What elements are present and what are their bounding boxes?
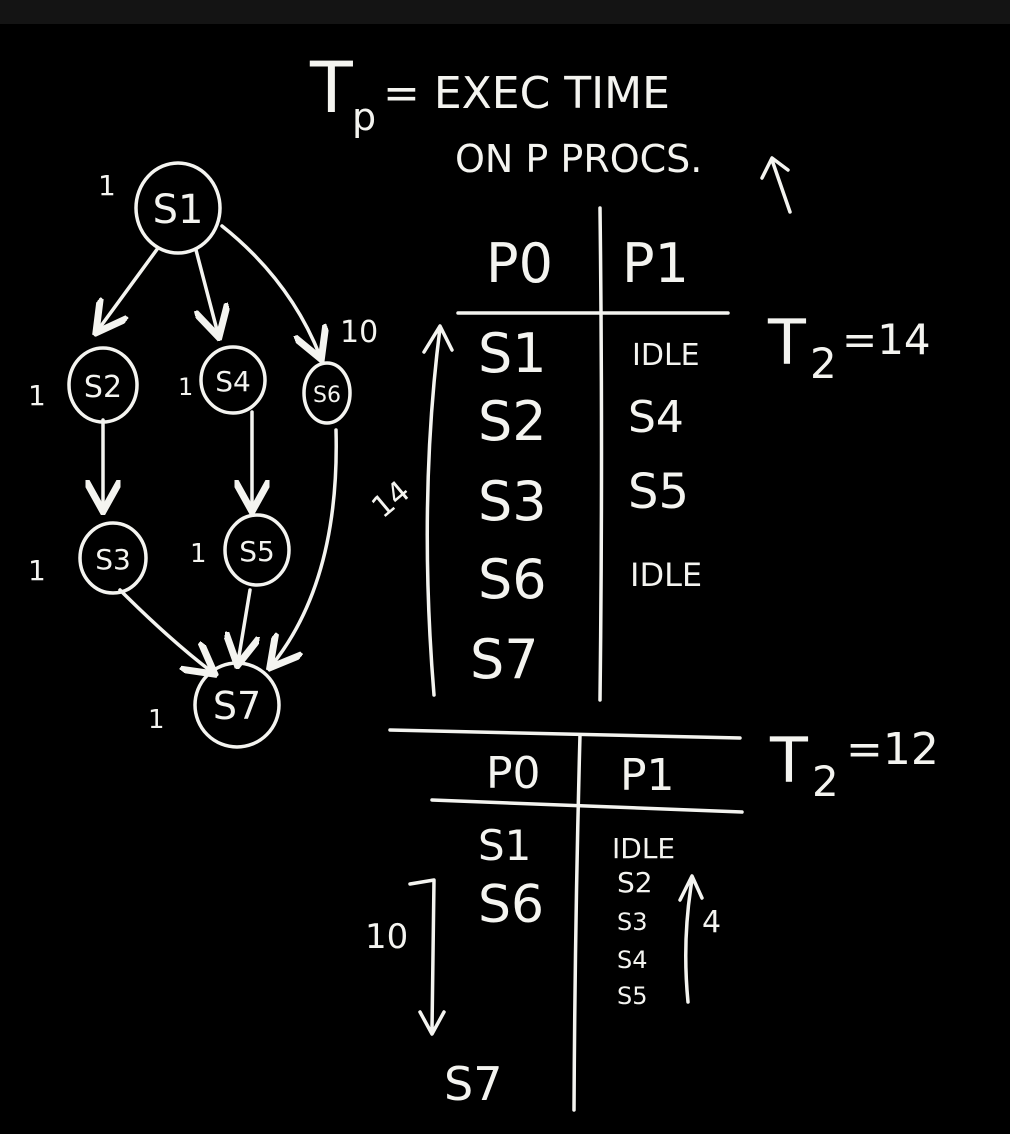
schedule2-p0-row: S1 (478, 821, 531, 870)
edge-s6-s7 (272, 428, 338, 665)
schedule2-result-symbol: T (769, 724, 809, 797)
schedule2-p1-row: S5 (617, 982, 648, 1010)
schedule1-result-subscript: 2 (810, 339, 837, 388)
schedule1-header-p0: P0 (486, 232, 553, 295)
weight-s5: 1 (190, 539, 207, 569)
weight-s7: 1 (148, 705, 165, 735)
svg-text:S7: S7 (213, 684, 261, 728)
definition-line2: ON P PROCS. (455, 137, 702, 181)
schedule2-p1-row: IDLE (612, 832, 675, 865)
weight-s4: 1 (178, 373, 193, 401)
schedule2-result-subscript: 2 (812, 757, 839, 806)
pointer-arrow-icon (760, 156, 792, 214)
edge-s1-s6 (220, 224, 320, 356)
schedule1-result-value: =14 (842, 315, 931, 364)
schedule1-p0-row: S3 (478, 470, 547, 533)
schedule1-p0-row: S7 (470, 628, 539, 691)
weight-s1: 1 (98, 169, 116, 202)
edge-s1-s4 (196, 248, 218, 334)
node-s3: S3 1 (28, 521, 148, 595)
schedules-divider (388, 728, 742, 740)
node-s4: S4 1 (178, 345, 267, 415)
schedule1-header-p1: P1 (622, 232, 689, 295)
svg-text:S6: S6 (313, 383, 341, 408)
schedule2-p0-span-label: 10 (365, 917, 408, 957)
schedule2-p1-span-arrow-icon (678, 874, 704, 1004)
edge-s3-s7 (118, 588, 212, 672)
node-s6: S6 10 (302, 315, 378, 425)
schedule2-p0-row: S6 (478, 875, 544, 935)
schedule2-p1-row: S4 (617, 946, 648, 974)
schedule2-p0-span-arrow-icon (408, 878, 446, 1036)
edge-s1-s2 (98, 246, 160, 330)
node-s5: S5 1 (190, 513, 291, 587)
schedule1-p1-row: IDLE (632, 338, 700, 373)
schedule1-p0-row: S1 (478, 322, 547, 385)
dag-edges (98, 224, 338, 672)
schedule1-span-label: 14 (365, 474, 417, 525)
definition-subscript: p (352, 95, 376, 139)
schedule1-column-divider (598, 206, 604, 702)
node-s7: S7 1 (148, 661, 281, 749)
schedule2-header-rule (430, 798, 744, 814)
svg-text:S5: S5 (239, 535, 275, 568)
schedule2-p0-row: S7 (444, 1057, 502, 1111)
node-s2: S2 1 (28, 346, 139, 424)
weight-s6: 10 (340, 315, 378, 350)
edge-s5-s7 (238, 588, 250, 662)
definition: T p = EXEC TIME ON P PROCS. (309, 47, 792, 214)
schedule1-p0-row: S6 (478, 548, 547, 611)
schedule-2: P0 P1 S1 S6 S7 IDLE S2 S3 S4 S5 10 4 T 2… (365, 724, 939, 1112)
top-bar (0, 0, 1010, 24)
schedule2-header-p0: P0 (486, 748, 541, 799)
svg-text:S2: S2 (84, 370, 122, 405)
schedule2-header-p1: P1 (620, 750, 675, 801)
schedule1-p1-row: S5 (628, 464, 689, 520)
schedule2-p1-row: S3 (617, 908, 648, 936)
schedule-1: P0 P1 S1 S2 S3 S6 S7 IDLE S4 S5 IDLE 14 … (365, 206, 931, 702)
schedule2-result-value: =12 (846, 724, 939, 775)
schedule2-p1-row: S2 (617, 866, 653, 899)
weight-s2: 1 (28, 379, 46, 412)
schedule1-p0-row: S2 (478, 390, 547, 453)
svg-text:S1: S1 (153, 187, 204, 233)
definition-line1: = EXEC TIME (383, 68, 670, 119)
svg-text:S4: S4 (215, 365, 251, 398)
definition-symbol: T (309, 47, 353, 129)
schedule1-result-symbol: T (767, 306, 807, 379)
node-s1: S1 1 (98, 161, 222, 255)
dag-nodes: S1 1 S2 1 S4 1 S6 10 S3 1 S5 1 (28, 161, 378, 749)
schedule1-p1-row: S4 (628, 392, 684, 443)
schedule2-p1-span-label: 4 (702, 905, 721, 940)
weight-s3: 1 (28, 554, 46, 587)
schedule1-span-arrow-icon (422, 324, 454, 697)
schedule1-p1-row: IDLE (630, 556, 702, 594)
schedule2-column-divider (572, 733, 582, 1112)
svg-text:S3: S3 (95, 543, 131, 576)
